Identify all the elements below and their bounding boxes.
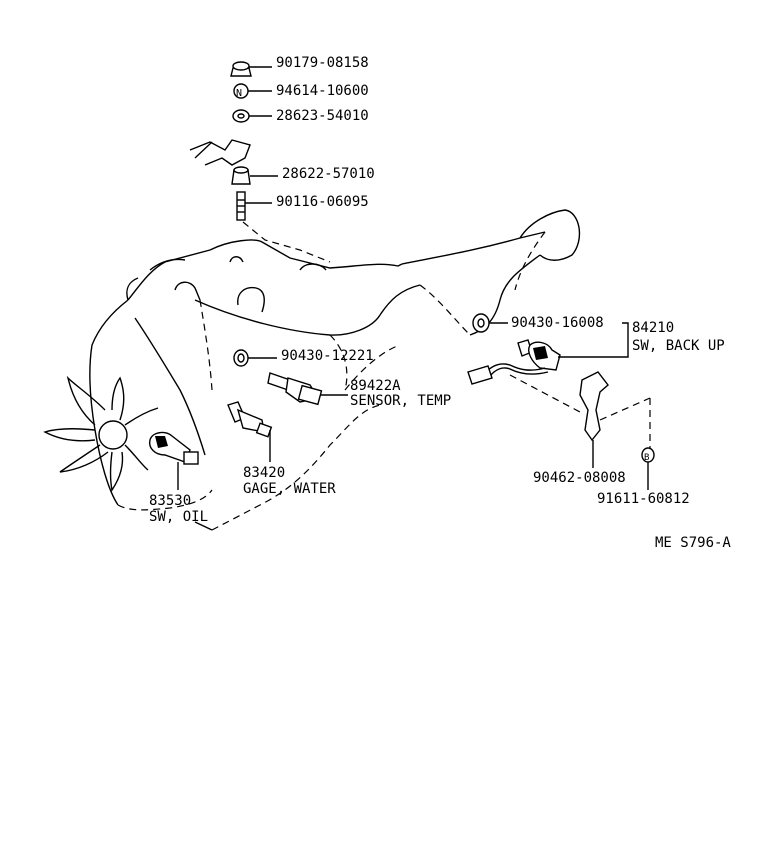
label-90462-08008: 90462-08008 bbox=[533, 470, 626, 486]
label-89422a: 89422A bbox=[350, 378, 401, 394]
label-28622-57010: 28622-57010 bbox=[282, 166, 375, 182]
figure-id: ME S796-A bbox=[655, 535, 731, 551]
label-90430-12221: 90430-12221 bbox=[281, 348, 374, 364]
label-sw-oil: SW, OIL bbox=[149, 509, 208, 525]
label-90430-16008: 90430-16008 bbox=[511, 315, 604, 331]
label-91611-60812: 91611-60812 bbox=[597, 491, 690, 507]
label-gage-water: GAGE, WATER bbox=[243, 481, 336, 497]
svg-text:N: N bbox=[236, 88, 242, 99]
engine-transmission-drawing bbox=[89, 209, 581, 511]
label-83530: 83530 bbox=[149, 493, 191, 509]
part-labels: 90179-08158 94614-10600 28623-54010 2862… bbox=[149, 55, 731, 551]
label-94614-10600: 94614-10600 bbox=[276, 83, 369, 99]
leader-lines bbox=[177, 66, 649, 531]
label-84210: 84210 bbox=[632, 320, 674, 336]
label-28623-54010: 28623-54010 bbox=[276, 108, 369, 124]
label-sensor-temp: SENSOR, TEMP bbox=[350, 393, 451, 409]
label-sw-back-up: SW, BACK UP bbox=[632, 338, 725, 354]
label-90179-08158: 90179-08158 bbox=[276, 55, 369, 71]
svg-text:B: B bbox=[644, 453, 649, 463]
components: B bbox=[148, 313, 655, 465]
label-83420: 83420 bbox=[243, 465, 285, 481]
label-90116-06095: 90116-06095 bbox=[276, 194, 369, 210]
fan-drawing bbox=[43, 375, 159, 492]
